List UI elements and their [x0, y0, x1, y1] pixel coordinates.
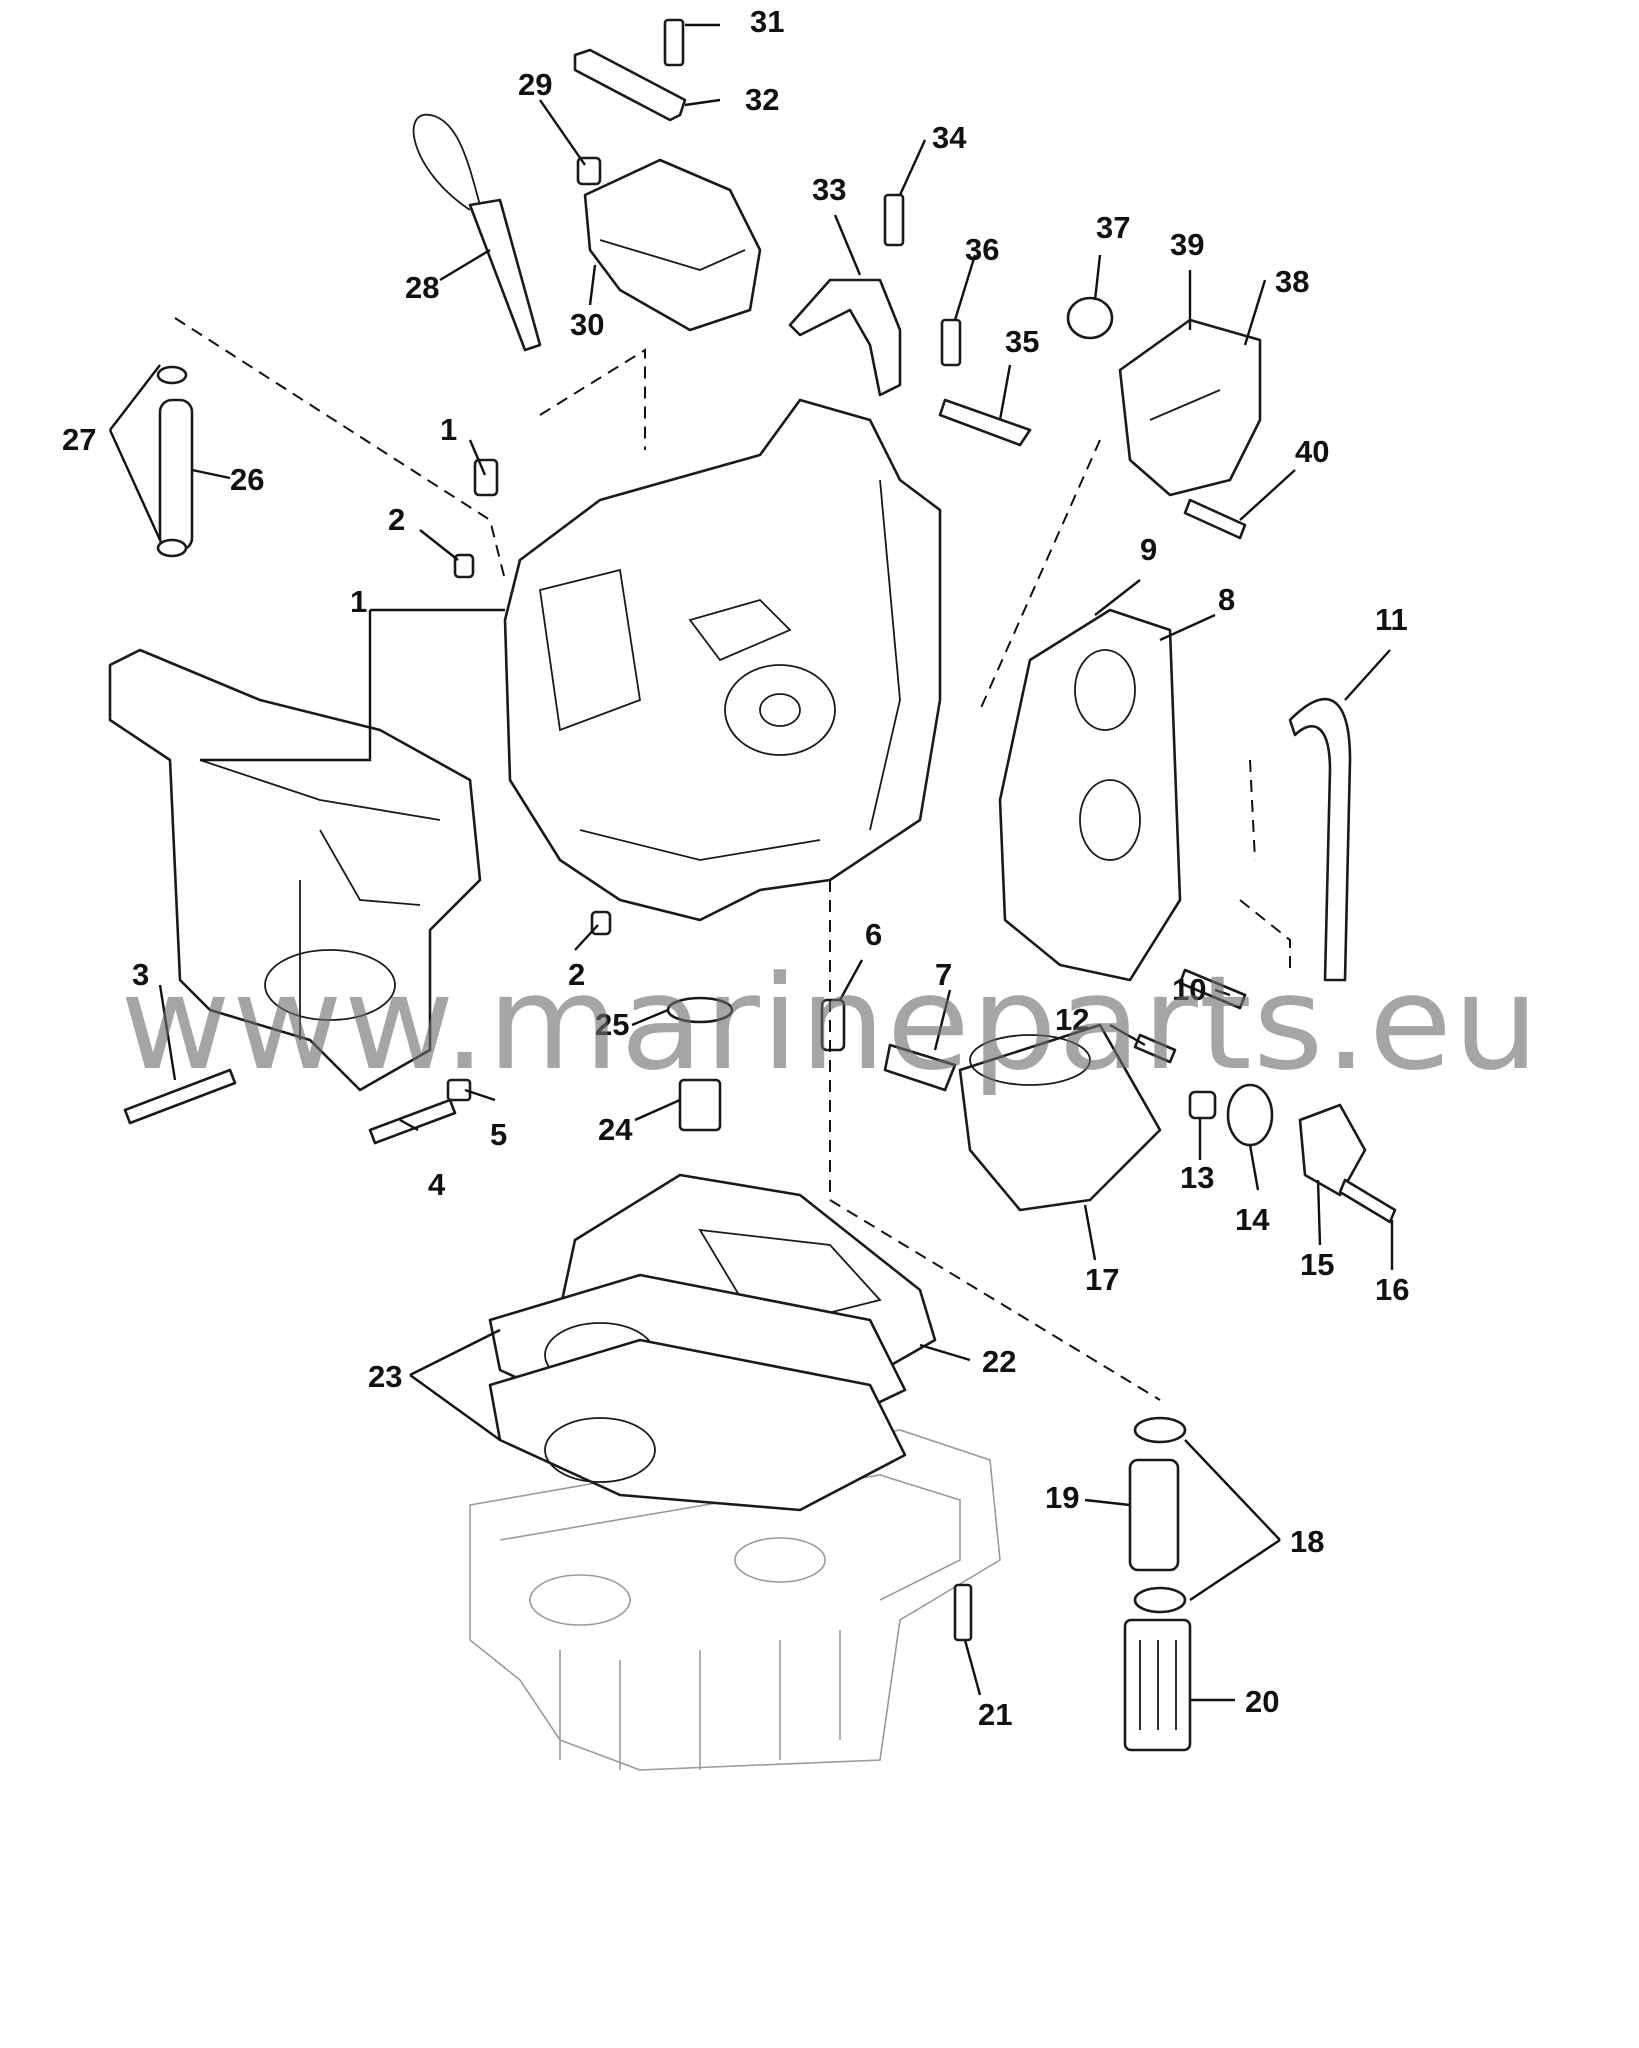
- callout-2-lower: 2: [568, 957, 585, 992]
- callout-1-lower: 1: [350, 584, 367, 619]
- callout-37: 37: [1096, 210, 1130, 245]
- callout-16: 16: [1375, 1272, 1409, 1307]
- cover-30: [583, 158, 762, 332]
- callout-25: 25: [595, 1007, 629, 1042]
- callout-2-upper: 2: [388, 502, 405, 537]
- bolt-3: [123, 1068, 237, 1125]
- callout-28: 28: [405, 270, 439, 305]
- pipe-26: [158, 398, 194, 552]
- clamp-33: [788, 278, 902, 397]
- callout-33: 33: [812, 172, 846, 207]
- callout-7: 7: [935, 957, 952, 992]
- callout-6: 6: [865, 917, 882, 952]
- pin-7: [883, 1043, 957, 1092]
- callout-40: 40: [1295, 434, 1329, 469]
- callout-21: 21: [978, 1697, 1012, 1732]
- callout-11: 11: [1375, 602, 1408, 637]
- dowel-2-lower: [590, 910, 612, 936]
- fitting-1: [473, 458, 499, 497]
- gasket-23-lower: [488, 1338, 907, 1512]
- strainer-20: [1123, 1618, 1192, 1752]
- pipe-19: [1128, 1458, 1180, 1572]
- callout-19: 19: [1045, 1480, 1079, 1515]
- callout-39: 39: [1170, 227, 1204, 262]
- bracket-32: [573, 48, 687, 122]
- callout-3: 3: [132, 957, 149, 992]
- callout-15: 15: [1300, 1247, 1334, 1282]
- sensor-37: [1066, 296, 1114, 340]
- pin-6: [820, 998, 846, 1052]
- callout-14: 14: [1235, 1202, 1270, 1237]
- dowel-2-upper: [453, 553, 475, 579]
- leader-lines: [108, 23, 1394, 1702]
- dipstick-28: [412, 114, 542, 352]
- callout-22: 22: [982, 1344, 1016, 1379]
- pin-35: [938, 398, 1032, 447]
- hose-11: [1288, 698, 1352, 982]
- cylinder-block: [503, 398, 942, 922]
- callout-27: 27: [62, 422, 96, 457]
- callout-29: 29: [518, 67, 552, 102]
- callout-labels: 1 1 2 2 3 4 5 6 7 8 9 10 11 12 13 14 15 …: [62, 4, 1409, 1732]
- clip-27-lower: [156, 538, 188, 558]
- bolt-16: [1338, 1178, 1397, 1224]
- cover-15: [1298, 1103, 1367, 1197]
- callout-32: 32: [745, 82, 779, 117]
- callout-31: 31: [750, 4, 784, 39]
- callout-18: 18: [1290, 1524, 1324, 1559]
- callout-35: 35: [1005, 324, 1039, 359]
- alignment-lines: [174, 317, 1291, 1401]
- callout-9: 9: [1140, 532, 1157, 567]
- callout-20: 20: [1245, 1684, 1279, 1719]
- watermark: www.marineparts.eu: [120, 947, 1540, 1099]
- nut-5: [446, 1078, 472, 1102]
- callout-12: 12: [1055, 1002, 1089, 1037]
- callout-23: 23: [368, 1359, 402, 1394]
- callout-1-upper: 1: [440, 412, 457, 447]
- callout-8: 8: [1218, 582, 1235, 617]
- callout-24: 24: [598, 1112, 633, 1147]
- fastener-34: [883, 193, 905, 247]
- callout-10: 10: [1172, 972, 1206, 1007]
- callout-26: 26: [230, 462, 264, 497]
- bolt-4: [368, 1098, 457, 1145]
- callout-30: 30: [570, 307, 604, 342]
- cover-38: [1118, 318, 1262, 497]
- fitting-29: [576, 156, 602, 186]
- fitting-24: [678, 1078, 722, 1132]
- callout-5: 5: [490, 1117, 507, 1152]
- exhaust-cover-8: [998, 608, 1182, 982]
- callout-34: 34: [932, 120, 967, 155]
- bolt-10: [1178, 968, 1247, 1010]
- fastener-36: [940, 318, 962, 367]
- callout-36: 36: [965, 232, 999, 267]
- callout-38: 38: [1275, 264, 1309, 299]
- oil-filter-17: [958, 1023, 1162, 1212]
- bolt-40: [1183, 498, 1247, 540]
- bolt-21: [953, 1583, 973, 1642]
- fastener-31: [663, 18, 685, 67]
- clip-27-upper: [156, 365, 188, 385]
- callout-4: 4: [428, 1167, 446, 1202]
- ring-18: [1133, 1416, 1187, 1614]
- plug-13: [1188, 1090, 1217, 1120]
- callout-17: 17: [1085, 1262, 1119, 1297]
- bolt-12: [1133, 1033, 1177, 1064]
- callout-13: 13: [1180, 1160, 1214, 1195]
